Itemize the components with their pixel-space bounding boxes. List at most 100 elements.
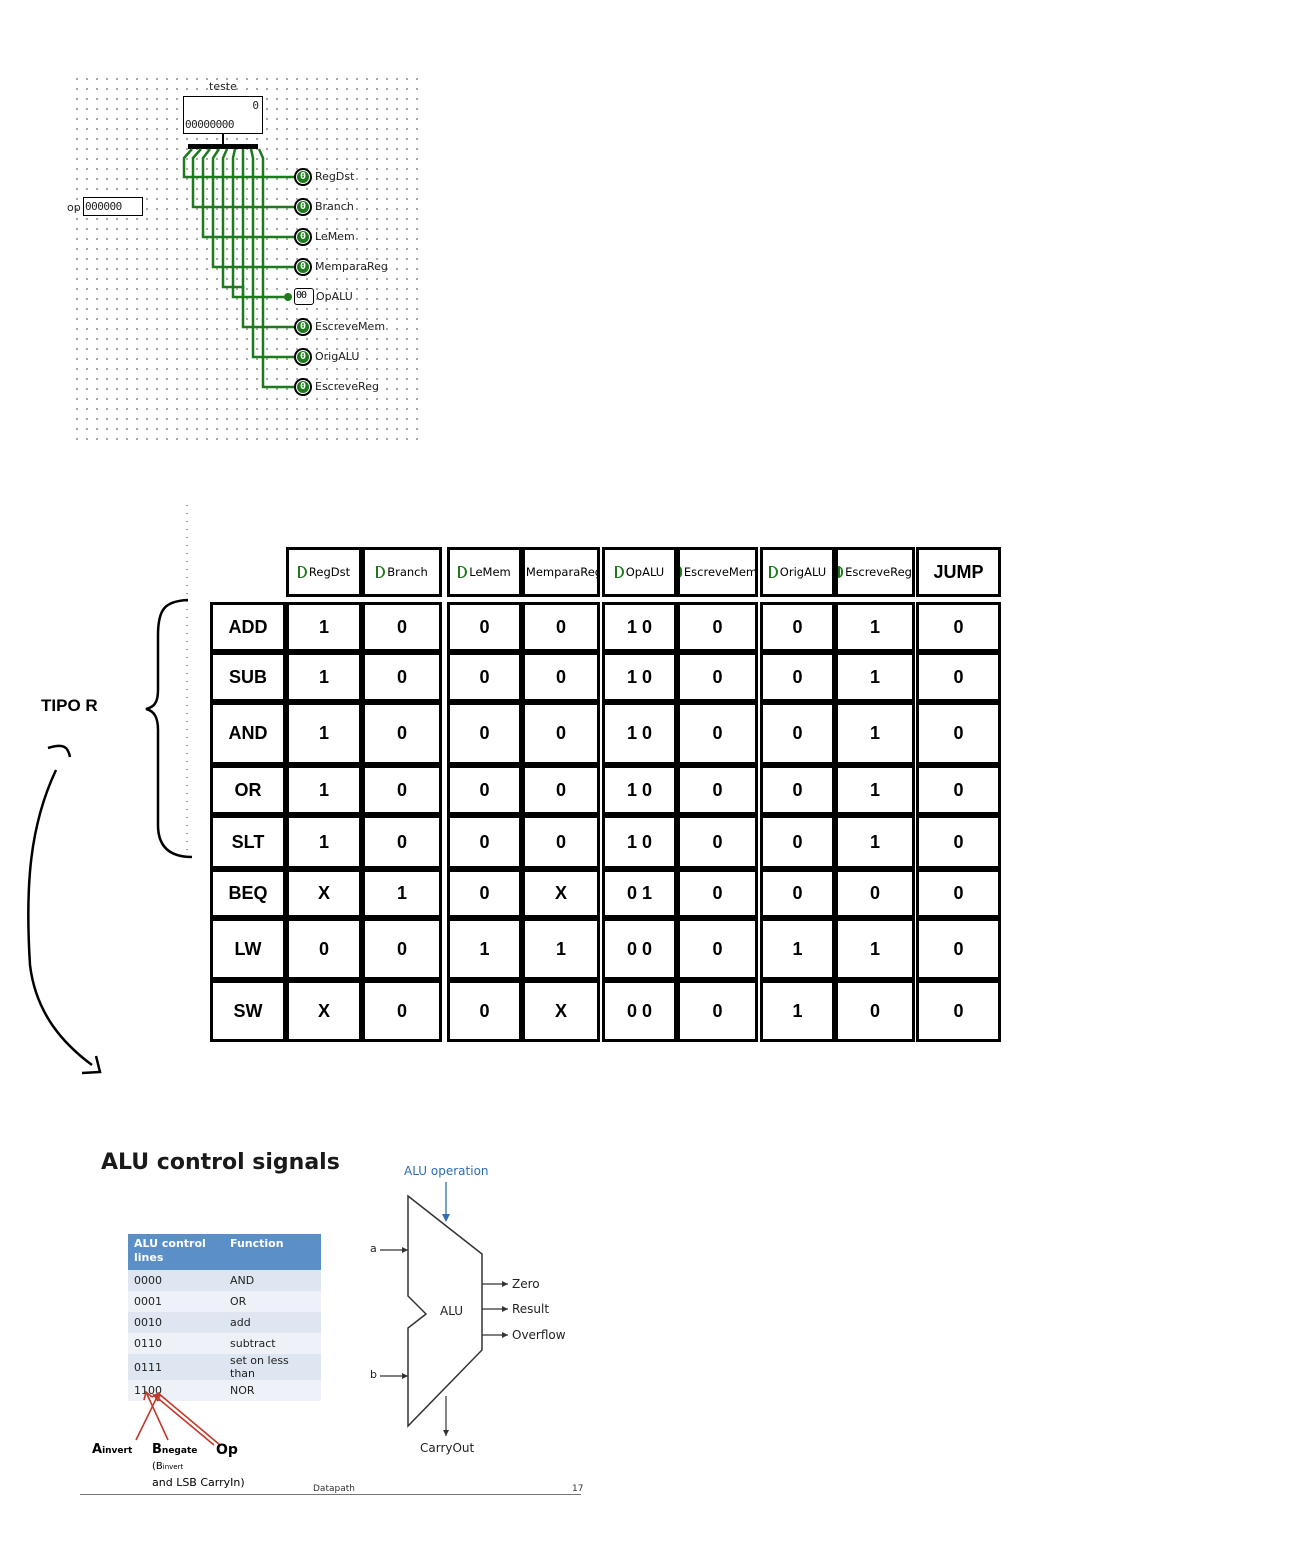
table-cell: 0 — [677, 869, 758, 918]
alu-center-label: ALU — [440, 1304, 464, 1318]
output-label-origalu: OrigALU — [315, 350, 360, 363]
table-cell: 0 — [447, 869, 522, 918]
row-instruction-slt: SLT — [210, 815, 286, 869]
output-led — [297, 321, 309, 333]
pin-icon — [680, 566, 682, 578]
row-instruction-or: OR — [210, 765, 286, 815]
alu-input-a: a — [370, 1242, 377, 1255]
pin-icon — [522, 566, 524, 578]
slide-page-number: 17 — [572, 1484, 584, 1494]
header-label: LeMem — [469, 565, 511, 579]
alu-output-overflow: Overflow — [512, 1328, 566, 1342]
table-cell: 1 — [835, 918, 915, 980]
op-input-pin[interactable]: 000000 — [83, 197, 143, 216]
b-negate-label: Bnegate — [152, 1442, 197, 1457]
output-label-escrevemem: EscreveMem — [315, 320, 386, 333]
table-cell: 0 — [362, 980, 442, 1042]
table-cell: 0 — [760, 765, 835, 815]
table-cell: 0 — [916, 869, 1001, 918]
table-cell: 0 — [362, 815, 442, 869]
table-cell: 0 — [916, 980, 1001, 1042]
output-label-opalu: OpALU — [316, 290, 353, 303]
pin-icon — [768, 566, 778, 578]
output-value: 0 — [300, 381, 307, 392]
table-cell: 0 — [522, 602, 600, 652]
table-cell: 1 — [286, 702, 362, 765]
alu-control-code: 0111 — [128, 1354, 224, 1380]
output-label-memparareg: MemparaReg — [315, 260, 388, 273]
table-cell: 0 — [362, 918, 442, 980]
b-negate-sub: negate — [161, 1446, 198, 1456]
output-pin-memparareg[interactable]: 0 — [294, 258, 312, 276]
a-invert-label: Ainvert — [92, 1442, 132, 1457]
output-pin-origalu[interactable]: 0 — [294, 348, 312, 366]
table-cell: 1 — [447, 918, 522, 980]
header-label: MemparaReg — [525, 565, 600, 579]
table-cell: 1 — [760, 918, 835, 980]
alu-control-code: 0001 — [128, 1291, 224, 1312]
output-led — [297, 261, 309, 273]
output-pin-lemem[interactable]: 0 — [294, 228, 312, 246]
output-pin-escrevereg[interactable]: 0 — [294, 378, 312, 396]
table-cell: X — [286, 980, 362, 1042]
alu-control-code: 0010 — [128, 1312, 224, 1333]
table-cell: 1 — [835, 765, 915, 815]
header-branch: Branch — [362, 547, 442, 597]
table-cell: 1 — [286, 765, 362, 815]
output-pin-opalu[interactable]: 00 — [294, 288, 314, 305]
b-invert-note: (Binvert — [152, 1461, 183, 1472]
output-value: 0 — [300, 171, 307, 182]
output-label-regdst: RegDst — [315, 170, 355, 183]
splitter-wires — [182, 134, 294, 389]
register-title: teste — [209, 80, 237, 93]
table-cell: 0 — [447, 702, 522, 765]
note-main: (B — [152, 1461, 163, 1472]
table-cell: 0 — [916, 918, 1001, 980]
a-invert-sub: invert — [102, 1446, 133, 1456]
table-cell: 1 — [522, 918, 600, 980]
table-cell: 0 — [362, 765, 442, 815]
tipo-r-brace — [145, 598, 193, 859]
header-opalu: OpALU — [602, 547, 677, 597]
a-invert-main: A — [92, 1442, 103, 1457]
dotted-guide — [186, 505, 188, 850]
alu-function: AND — [224, 1270, 321, 1291]
table-cell: 0 — [522, 702, 600, 765]
table-cell: 0 — [522, 815, 600, 869]
table-cell: 1 — [835, 652, 915, 702]
register-top-value: 0 — [252, 99, 259, 112]
output-pin-escrevemem[interactable]: 0 — [294, 318, 312, 336]
table-cell: 0 — [760, 652, 835, 702]
output-pin-regdst[interactable]: 0 — [294, 168, 312, 186]
table-cell: 1 0 — [602, 652, 677, 702]
table-cell: 0 — [677, 980, 758, 1042]
table-cell: 1 — [286, 652, 362, 702]
table-cell: 0 — [677, 602, 758, 652]
table-cell: 0 — [760, 869, 835, 918]
header-label: RegDst — [308, 565, 351, 579]
table-cell: 0 — [677, 702, 758, 765]
table-cell: 0 0 — [602, 980, 677, 1042]
output-value: 00 — [296, 290, 307, 301]
output-pin-branch[interactable]: 0 — [294, 198, 312, 216]
output-value: 0 — [300, 351, 307, 362]
output-led — [297, 351, 309, 363]
table-cell: 0 — [916, 652, 1001, 702]
header-regdst: RegDst — [286, 547, 362, 597]
alu-control-code: 1100 — [128, 1380, 224, 1401]
row-instruction-sw: SW — [210, 980, 286, 1042]
table-cell: 0 — [835, 980, 915, 1042]
table-cell: X — [522, 869, 600, 918]
table-cell: 0 — [835, 869, 915, 918]
register-box: 0 00000000 — [183, 96, 263, 134]
alu-output-zero: Zero — [512, 1277, 540, 1291]
alu-function: add — [224, 1312, 321, 1333]
alu-function: set on less than — [224, 1354, 321, 1380]
table-cell: 0 — [677, 765, 758, 815]
table-cell: 0 — [522, 652, 600, 702]
table-cell: 0 — [916, 602, 1001, 652]
